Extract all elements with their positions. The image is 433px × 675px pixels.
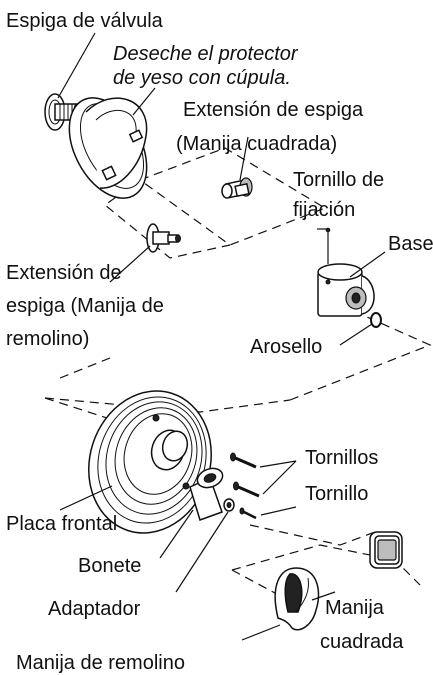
label-ext-cuadrada-line-1: Extensión de espiga	[183, 99, 364, 121]
label-tornillo-fijacion-line-1: Tornillo de	[293, 169, 384, 191]
label-ext-cuadrada-line-2: (Manija cuadrada)	[176, 133, 337, 155]
label-ext-remolino-line-1: Extensión de	[6, 262, 122, 284]
labels: Espiga de válvula Deseche el protector d…	[6, 10, 433, 674]
o-ring-icon	[370, 312, 382, 328]
label-base: Base	[388, 233, 433, 255]
screw-icon	[230, 452, 260, 520]
leader-lines	[57, 32, 386, 641]
plaster-guard-icon	[68, 97, 148, 199]
faceplate-icon	[88, 390, 212, 534]
label-manija-line-2: cuadrada	[320, 631, 404, 653]
label-adaptador: Adaptador	[48, 598, 141, 620]
label-espiga-valvula: Espiga de válvula	[6, 10, 164, 32]
label-tornillos: Tornillos	[305, 447, 378, 469]
square-handle-icon	[369, 531, 403, 569]
label-ext-remolino-line-3: remolino)	[6, 328, 89, 350]
label-manija-line-1: Manija	[325, 597, 385, 619]
stem-extension-swirl-icon	[146, 223, 181, 253]
base-icon	[317, 263, 375, 317]
label-tornillo-fijacion-line-2: fijación	[293, 199, 355, 221]
stem-extension-icon	[221, 177, 253, 199]
set-screw-icon	[325, 227, 331, 264]
label-placa-frontal: Placa frontal	[6, 513, 117, 535]
label-deseche-line-1: Deseche el protector	[113, 43, 299, 65]
bonnet-icon	[189, 467, 224, 521]
swirl-handle-icon	[274, 567, 320, 631]
label-ext-remolino-line-2: espiga (Manija de	[6, 295, 164, 317]
adapter-icon	[223, 498, 235, 512]
label-deseche-line-2: de yeso con cúpula.	[113, 67, 291, 89]
label-tornillo: Tornillo	[305, 483, 368, 505]
label-arosello: Arosello	[250, 336, 322, 358]
label-manija-remolino: Manija de remolino	[16, 652, 185, 674]
label-bonete: Bonete	[78, 555, 141, 577]
